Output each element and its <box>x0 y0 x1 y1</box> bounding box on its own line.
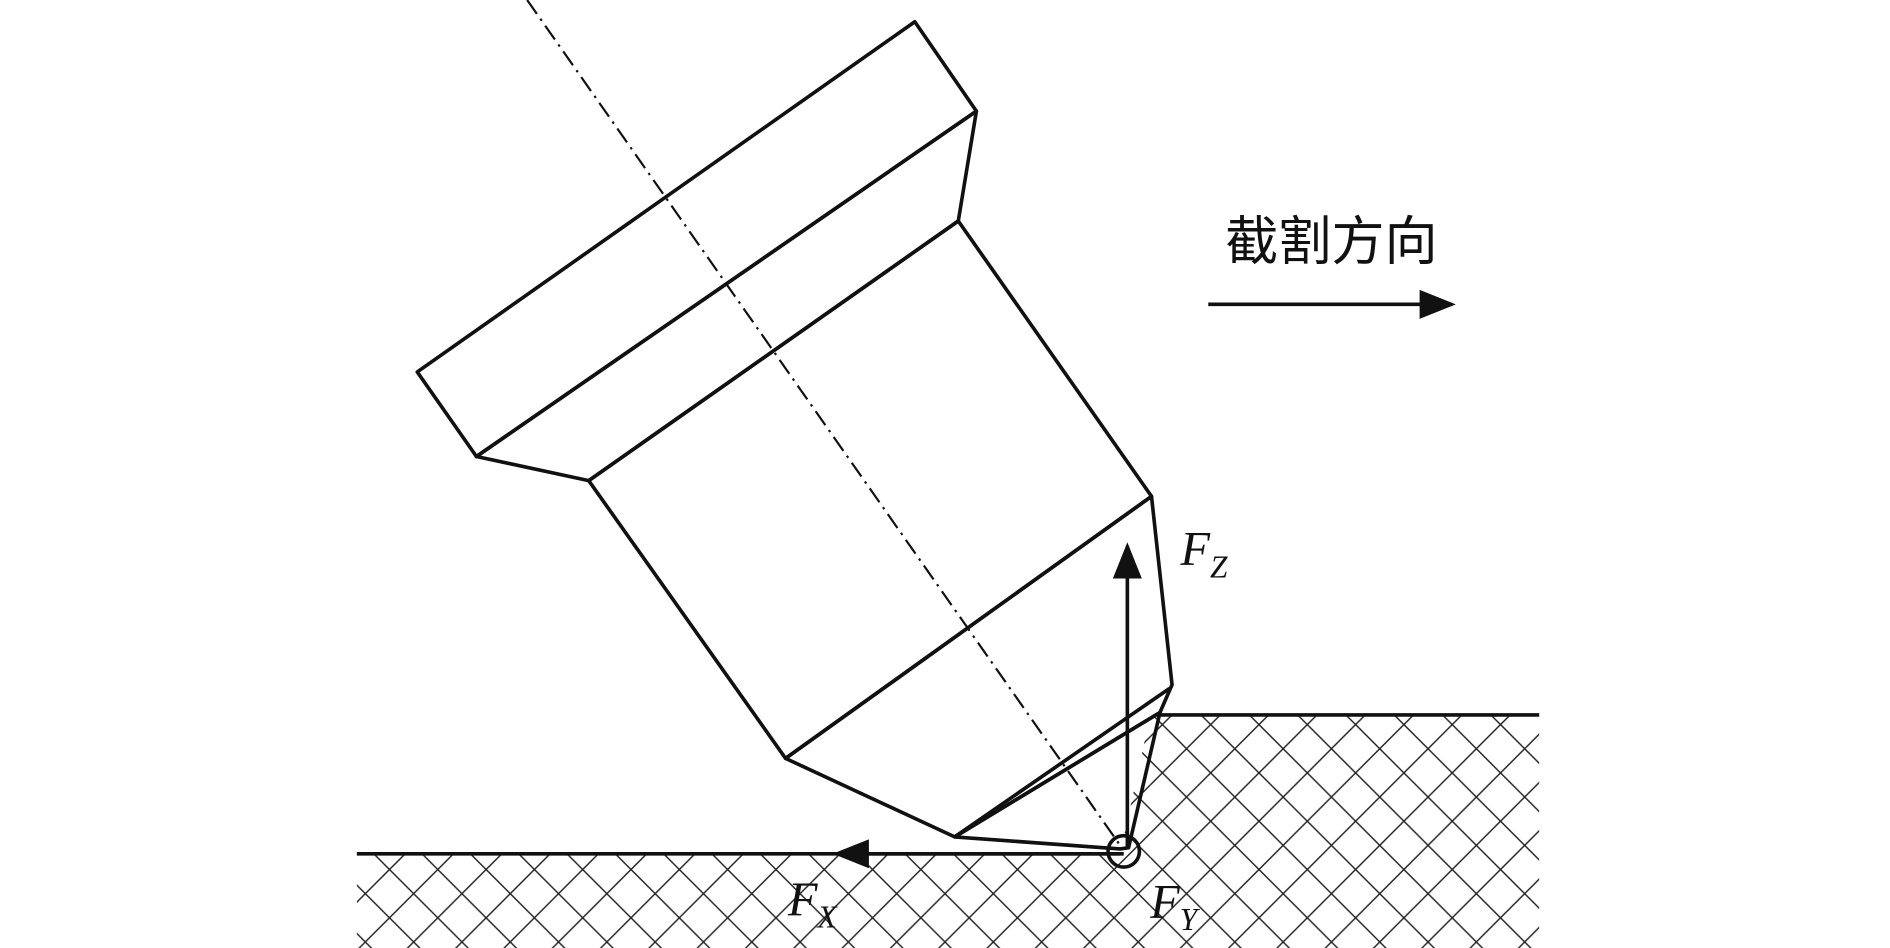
label-fy: FY <box>1149 876 1201 937</box>
cutting-direction-label: 截割方向 <box>1225 211 1438 273</box>
force-fy-circle-icon <box>1106 833 1142 869</box>
pick-taper <box>474 109 979 483</box>
pick-holder-flange <box>415 19 979 459</box>
label-fz: FZ <box>1179 523 1228 584</box>
pick-body <box>415 19 1174 851</box>
label-fx: FX <box>787 873 839 934</box>
pick-head <box>783 494 1174 839</box>
pick-axis-centerline <box>526 0 1121 846</box>
coal-rock-hatch <box>356 714 1540 948</box>
